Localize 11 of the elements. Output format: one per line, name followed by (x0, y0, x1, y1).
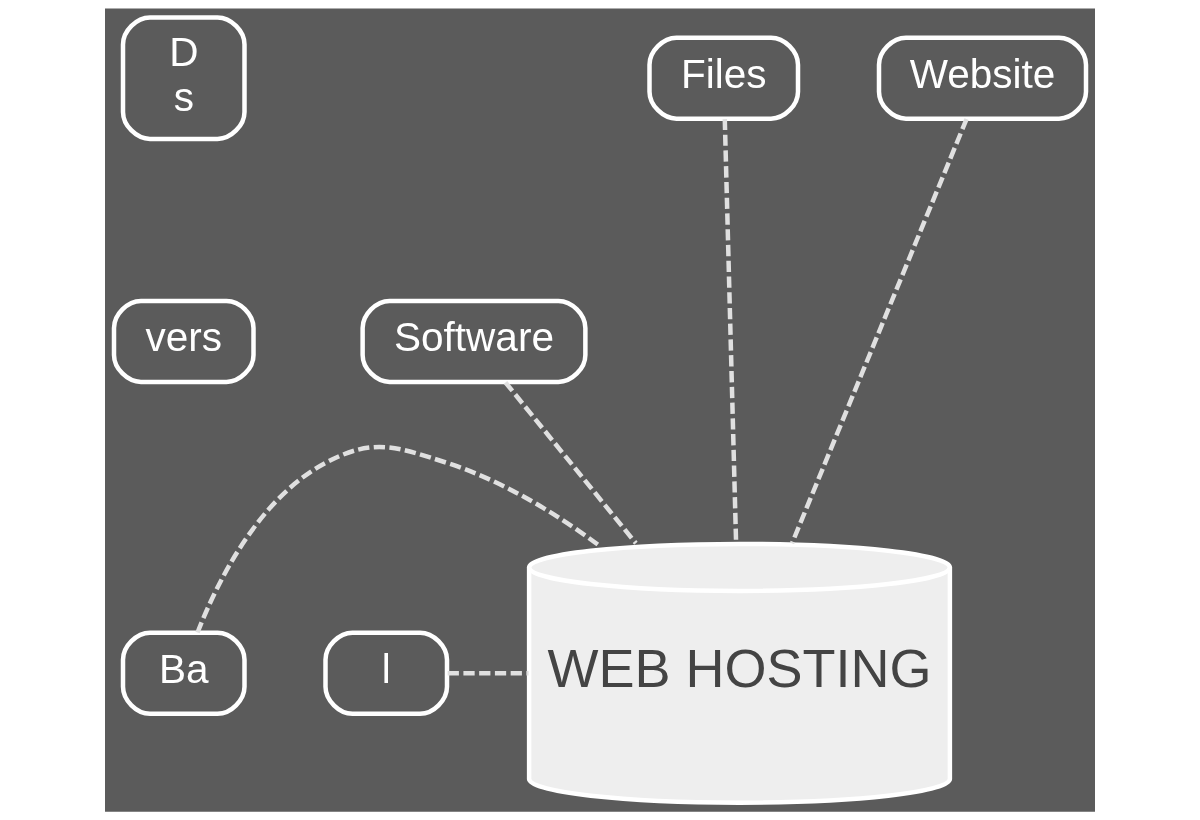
node-box: Ba (120, 630, 247, 716)
node-box: D s (120, 15, 247, 142)
connector (447, 671, 529, 676)
node-box: Website (876, 35, 1089, 121)
node-box: Files (647, 35, 801, 121)
connector (789, 118, 969, 545)
connector (503, 381, 638, 545)
connector (195, 444, 602, 634)
node-box: l (323, 630, 450, 716)
node-box: vers (111, 298, 256, 385)
node-box: Software (360, 298, 588, 385)
